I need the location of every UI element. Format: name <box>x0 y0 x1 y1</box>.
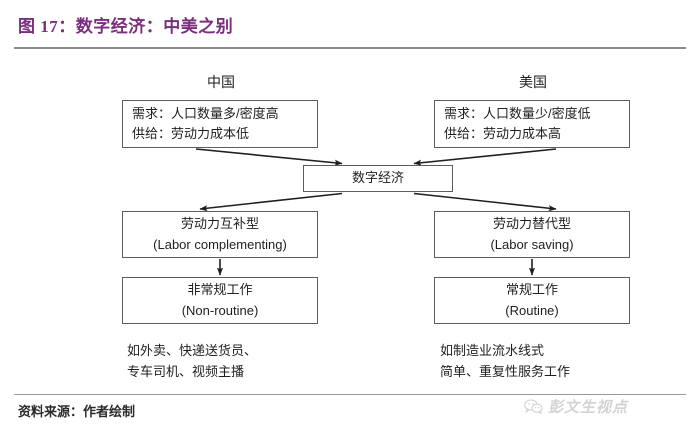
digital-economy-label: 数字经济 <box>351 170 404 186</box>
arrow-us-to-hub <box>413 148 557 166</box>
china-supply-line: 供给：劳动力成本低 <box>132 126 250 141</box>
node-labor-complementing: 劳动力互补型 (Labor complementing) <box>122 211 318 258</box>
watermark-text: 彭文生视点 <box>548 400 629 416</box>
column-heading-us: 美国 <box>519 74 547 90</box>
title-divider <box>14 47 686 49</box>
node-labor-saving: 劳动力替代型 (Labor saving) <box>434 211 630 258</box>
non-routine-cn: 非常规工作 <box>187 282 253 298</box>
examples-left: 如外卖、快递送货员、 专车司机、视频主播 <box>127 340 257 382</box>
examples-right-line1: 如制造业流水线式 <box>440 343 545 358</box>
labor-saving-cn: 劳动力替代型 <box>492 216 571 232</box>
watermark: 彭文生视点 <box>524 396 628 417</box>
wechat-icon <box>524 399 543 414</box>
examples-left-line2: 专车司机、视频主播 <box>127 364 245 380</box>
non-routine-en: (Non-routine) <box>181 302 259 318</box>
arrow-china-to-hub <box>195 148 343 166</box>
node-digital-economy: 数字经济 <box>303 165 453 192</box>
china-demand-line: 需求：人口数量多/密度高 <box>132 105 279 121</box>
routine-cn: 常规工作 <box>505 282 558 298</box>
node-us-condition: 需求：人口数量少/密度低 供给：劳动力成本高 <box>434 100 630 148</box>
footer-divider <box>14 394 686 395</box>
figure-title: 图 17：数字经济：中美之别 <box>18 17 234 36</box>
column-heading-china: 中国 <box>207 74 235 90</box>
source-note: 资料来源：作者绘制 <box>18 404 136 419</box>
labor-saving-en: (Labor saving) <box>490 236 574 252</box>
node-china-condition: 需求：人口数量多/密度高 供给：劳动力成本低 <box>122 100 318 148</box>
node-routine: 常规工作 (Routine) <box>434 277 630 324</box>
labor-complementing-en: (Labor complementing) <box>153 236 287 252</box>
us-demand-line: 需求：人口数量少/密度低 <box>444 105 591 121</box>
routine-en: (Routine) <box>505 302 559 318</box>
arrow-hub-to-saving <box>413 192 557 212</box>
us-supply-line: 供给：劳动力成本高 <box>444 126 562 141</box>
node-non-routine: 非常规工作 (Non-routine) <box>122 277 318 324</box>
examples-right: 如制造业流水线式 简单、重复性服务工作 <box>440 340 570 382</box>
examples-left-line1: 如外卖、快递送货员、 <box>127 343 258 358</box>
arrow-hub-to-complementing <box>199 192 343 212</box>
examples-right-line2: 简单、重复性服务工作 <box>440 364 571 380</box>
labor-complementing-cn: 劳动力互补型 <box>180 216 259 232</box>
